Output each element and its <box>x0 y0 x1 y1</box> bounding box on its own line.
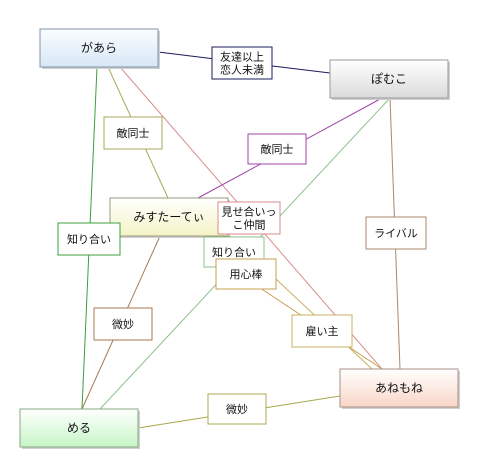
edge-label-box <box>215 258 277 290</box>
node-label: があら <box>81 40 117 55</box>
edge-label-anemone-meru: 微妙 <box>207 393 267 425</box>
edge-label-text: こ仲間 <box>233 218 266 232</box>
edge-labels-layer: 友達以上恋人未満敵同士見せ合いっこ仲間知り合い敵同士ライバル知り合い用心棒微妙微… <box>57 46 427 425</box>
edge-label-text: 恋人未満 <box>220 63 264 77</box>
edge-label-text: 用心棒 <box>230 267 263 281</box>
node-box <box>339 368 459 408</box>
edge-label-box <box>207 393 267 425</box>
node-label: ぽむこ <box>371 72 407 86</box>
node-pomuko[interactable]: ぽむこ <box>329 59 450 100</box>
edge-label-gaara-meru: 知り合い <box>57 222 121 256</box>
edge-label-box <box>57 222 121 256</box>
edge-label-text: 雇い主 <box>306 324 339 338</box>
edge-label-gaara-mystery: 敵同士 <box>103 116 163 150</box>
node-box <box>109 197 229 237</box>
node-mystery[interactable]: みすたーてぃ <box>109 197 230 238</box>
edge-label-pomuko-anemone: ライバル <box>365 216 427 250</box>
edge-label-mystery-meru: 微妙 <box>93 307 153 341</box>
edge-label-text: 敵同士 <box>117 127 150 140</box>
node-anemone[interactable]: あねもね <box>339 368 460 409</box>
edge-label-text: ライバル <box>374 227 418 240</box>
node-label: める <box>67 421 91 435</box>
edge-label-box <box>211 46 273 80</box>
edge-label-text: 敵同士 <box>261 143 294 156</box>
edge-label-text: 微妙 <box>112 317 134 331</box>
edge-label-text: 友達以上 <box>220 50 264 64</box>
node-box <box>329 59 449 99</box>
edge-label-pomuko-mystery: 敵同士 <box>247 133 307 165</box>
edge-label-text: 見せ合いっ <box>222 205 277 219</box>
node-label: あねもね <box>375 381 423 395</box>
edge-label-text: 知り合い <box>212 245 256 259</box>
edge-label-meru-anemone: 雇い主 <box>291 314 353 348</box>
edge-label-box <box>93 307 153 341</box>
node-box <box>39 28 159 68</box>
edge-label-box <box>103 116 163 150</box>
edge-label-text: 知り合い <box>67 232 111 246</box>
edge-label-box <box>217 201 281 235</box>
edge-label-box <box>247 133 307 165</box>
node-meru[interactable]: める <box>19 408 140 449</box>
edge-label-text: 微妙 <box>226 402 248 416</box>
node-label: みすたーてぃ <box>133 210 204 224</box>
edge-label-mystery-anemone: 用心棒 <box>215 258 277 290</box>
node-box <box>19 408 139 448</box>
node-gaara[interactable]: があら <box>39 28 160 69</box>
edge-label-box <box>365 216 427 250</box>
edge-label-box <box>291 314 353 348</box>
